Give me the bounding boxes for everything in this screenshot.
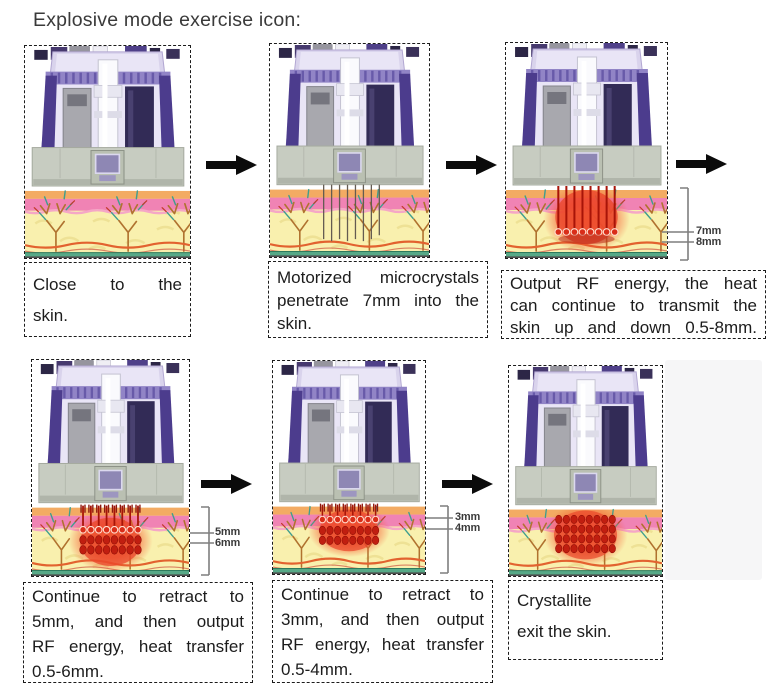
handpiece-on-skin-image <box>506 43 667 258</box>
step-5-illustration <box>272 360 426 575</box>
depth-label-4mm: 4mm <box>455 522 481 534</box>
caption-line: can continue to transmit the <box>510 296 757 315</box>
flow-arrow-1 <box>206 155 257 175</box>
depth-label-8mm: 8mm <box>696 236 722 248</box>
caption-line: 5mm, and then output <box>32 612 244 631</box>
handpiece-on-skin-image <box>273 361 425 574</box>
caption-line: Continue to retract to <box>32 587 244 606</box>
depth-bracket-6mm <box>190 506 214 576</box>
step-3-illustration <box>505 42 668 259</box>
rf-handpiece <box>30 46 186 188</box>
rf-handpiece <box>278 361 421 503</box>
rf-heat-zone-4mm <box>308 502 390 558</box>
caption-line: skin up and down 0.5-8mm. <box>510 318 757 337</box>
caption-line: Close to the <box>33 275 182 294</box>
caption-line: Output RF energy, the heat <box>510 274 757 293</box>
handpiece-on-skin-image <box>270 44 429 257</box>
flow-arrow-4 <box>201 474 252 494</box>
caption-line: 3mm, and then output <box>281 610 484 629</box>
caption-line: exit the skin. <box>517 622 612 641</box>
handpiece-on-skin-image <box>25 46 190 258</box>
caption-line: Continue to retract to <box>281 585 484 604</box>
caption-line: RF energy, heat transfer <box>32 637 244 656</box>
step-4-illustration <box>31 359 190 577</box>
caption-line: 0.5-6mm. <box>32 662 104 681</box>
caption-line: Motorized microcrystals <box>277 268 479 287</box>
rf-handpiece <box>275 44 425 186</box>
step-3-caption: Output RF energy, the heat can continue t… <box>501 270 766 339</box>
caption-line: RF energy, heat transfer <box>281 635 484 654</box>
depth-label-6mm: 6mm <box>215 537 241 549</box>
handpiece-on-skin-image <box>32 360 189 576</box>
depth-label-5mm: 5mm <box>215 526 241 538</box>
depth-label-7mm: 7mm <box>696 225 722 237</box>
step-1-illustration <box>24 45 191 259</box>
caption-line: 0.5-4mm. <box>281 660 353 679</box>
rf-heat-zone-6mm <box>68 503 153 572</box>
residual-heat-zone <box>543 509 628 567</box>
step-5-caption: Continue to retract to 3mm, and then outp… <box>272 580 493 683</box>
skin-cross-section <box>25 191 190 258</box>
flow-arrow-3 <box>676 154 727 174</box>
step-6-caption: Crystallite exit the skin. <box>508 580 663 660</box>
depth-bracket-4mm <box>426 505 453 574</box>
step-4-caption: Continue to retract to 5mm, and then outp… <box>23 582 253 683</box>
skin-cross-section <box>270 190 429 257</box>
caption-line: skin. <box>33 306 68 325</box>
rf-handpiece <box>514 366 658 506</box>
scan-artifact <box>665 360 762 580</box>
rf-handpiece <box>37 360 185 504</box>
handpiece-on-skin-image <box>509 366 662 576</box>
microneedles-7mm <box>323 184 380 242</box>
rf-handpiece <box>511 43 663 187</box>
caption-line: Crystallite <box>517 591 592 610</box>
flow-arrow-5 <box>442 474 493 494</box>
depth-bracket-8mm <box>662 187 694 261</box>
rf-heat-zone-8mm <box>543 186 630 253</box>
step-1-caption: Close to the skin. <box>24 262 191 337</box>
caption-line: skin. <box>277 314 312 333</box>
step-2-caption: Motorized microcrystals penetrate 7mm int… <box>268 261 488 338</box>
step-2-illustration <box>269 43 430 258</box>
depth-label-3mm: 3mm <box>455 511 481 523</box>
flow-arrow-2 <box>446 155 497 175</box>
caption-line: penetrate 7mm into the <box>277 291 479 310</box>
step-6-illustration <box>508 365 663 577</box>
page-title: Explosive mode exercise icon: <box>33 9 302 31</box>
